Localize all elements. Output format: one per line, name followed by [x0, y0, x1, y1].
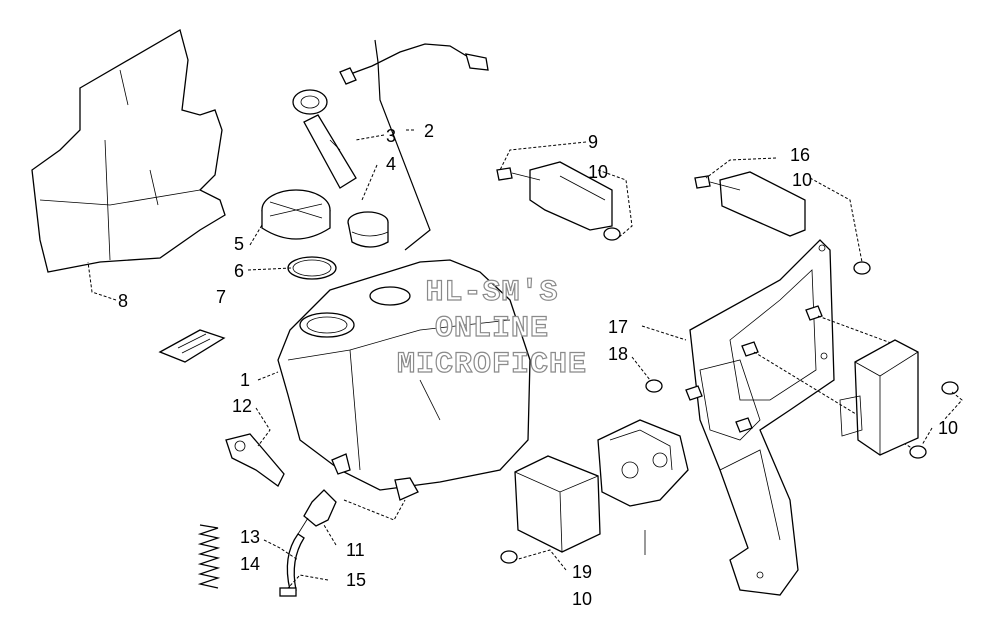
- part-7-decal: [158, 329, 226, 363]
- callout-11: 11: [346, 540, 365, 560]
- part-cdi-box: [839, 339, 919, 456]
- callout-3: 3: [386, 126, 396, 146]
- watermark-line-1: HL-SM'S: [425, 276, 558, 310]
- callout-10-right: 10: [792, 170, 812, 190]
- part-studs: [685, 305, 916, 451]
- callout-7: 7: [216, 287, 226, 307]
- callout-1: 1: [240, 370, 250, 390]
- callout-4: 4: [386, 154, 396, 174]
- leader-lines: [87, 129, 963, 589]
- callout-5: 5: [234, 234, 244, 254]
- part-1-fuel-tank: [277, 259, 531, 501]
- part-18-nut: [645, 379, 663, 393]
- callout-8: 8: [118, 291, 128, 311]
- callout-labels: 1 2 3 4 5 6 7 8 9 10 10 10 10 11 12 13 1…: [118, 121, 958, 609]
- callout-18: 18: [608, 344, 628, 364]
- part-6-o-ring: [287, 256, 337, 280]
- callout-15: 15: [346, 570, 366, 590]
- watermark-line-2: ONLINE: [435, 312, 549, 346]
- callout-17: 17: [608, 317, 628, 337]
- watermark: HL-SM'S ONLINE MICROFICHE: [396, 275, 587, 382]
- part-14-spring: [197, 524, 221, 589]
- callout-19: 19: [572, 562, 592, 582]
- part-9-upper-bracket: [496, 161, 621, 241]
- part-12-clamp: [225, 433, 285, 487]
- callout-6: 6: [234, 261, 244, 281]
- callout-12: 12: [232, 396, 252, 416]
- callout-10-bottom: 10: [572, 589, 592, 609]
- callout-14: 14: [240, 554, 260, 574]
- part-13-fuel-line: [279, 533, 305, 597]
- callout-9: 9: [588, 132, 598, 152]
- part-11-fitting: [297, 489, 337, 535]
- callout-10-top: 10: [588, 162, 608, 182]
- part-16-bracket: [694, 171, 806, 237]
- callout-10-module: 10: [938, 418, 958, 438]
- part-5-fuel-cap: [261, 189, 331, 240]
- callout-13: 13: [240, 527, 260, 547]
- part-2-wire-harness: [339, 39, 489, 251]
- part-solenoid-assembly: [597, 419, 689, 555]
- callout-2: 2: [424, 121, 434, 141]
- part-17-mounting-plate: [689, 239, 835, 596]
- part-3-fuel-sender: [292, 89, 357, 189]
- part-8-shield-panel: [31, 29, 226, 273]
- callout-16: 16: [790, 145, 810, 165]
- watermark-line-3: MICROFICHE: [397, 348, 587, 382]
- part-10-nuts: [500, 261, 959, 564]
- part-19-cover: [514, 455, 601, 553]
- part-4-adapter: [347, 211, 389, 248]
